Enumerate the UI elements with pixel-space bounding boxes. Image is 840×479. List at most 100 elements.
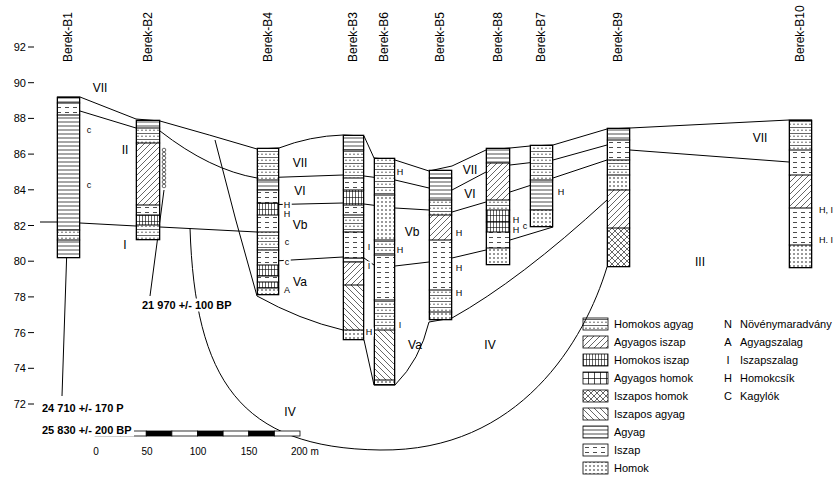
stratum-pattern <box>136 143 160 205</box>
stratum <box>257 276 279 282</box>
legend-swatch <box>583 408 608 420</box>
borehole-column: Berek-B7 <box>530 145 553 227</box>
stratum-pattern <box>343 285 364 330</box>
stratum-pattern <box>257 276 279 282</box>
unit-label: Va <box>293 276 307 288</box>
borehole-name: Berek-B8 <box>492 12 505 62</box>
borehole-name: Berek-B1 <box>62 12 75 62</box>
unit-label: VI <box>294 185 305 197</box>
stratum <box>343 330 364 340</box>
shell-chain <box>162 180 166 184</box>
axis-tick <box>28 82 34 83</box>
stratum-pattern <box>257 288 279 295</box>
borehole-column: Berek-B5 <box>429 170 452 320</box>
symbol-letter: c <box>522 222 529 231</box>
symbol-letter: H <box>512 216 521 225</box>
symbol-letter: A <box>283 286 291 295</box>
axis-label: 88 <box>14 113 26 124</box>
axis-label: 74 <box>14 363 26 374</box>
borehole-name: Berek-B2 <box>142 12 155 62</box>
axis-label: 86 <box>14 149 26 160</box>
legend-text: Iszapos homok <box>614 391 688 402</box>
legend-swatch <box>583 390 608 402</box>
stratum <box>486 248 510 265</box>
scale-label: 150 <box>241 447 258 457</box>
borehole-column: Berek-B4 <box>257 148 279 295</box>
borehole-name: Berek-B9 <box>612 12 625 62</box>
date-label: 25 830 +/- 200 BP <box>40 424 134 437</box>
borehole-strata <box>257 148 279 295</box>
borehole-name: Berek-B10 <box>794 5 807 62</box>
stratum <box>136 128 160 143</box>
stratum-pattern <box>57 230 80 240</box>
stratum <box>57 103 80 115</box>
decorations <box>28 47 608 474</box>
unit-label: Vb <box>405 226 420 238</box>
unit-label: Vb <box>293 219 308 231</box>
date-label: 21 970 +/- 100 BP <box>140 299 234 312</box>
stratum-pattern <box>486 200 510 210</box>
scale-bar <box>274 431 300 436</box>
stratum <box>257 148 279 180</box>
stratum-pattern <box>257 203 279 215</box>
legend-symbol: N <box>724 319 732 330</box>
stratum <box>429 312 452 320</box>
stratum <box>374 330 395 380</box>
symbol-letter: H <box>512 226 521 235</box>
axis-tick <box>28 118 34 119</box>
stratum-pattern <box>429 240 452 290</box>
symbol-letter: c <box>284 238 291 247</box>
axis-label: 90 <box>14 77 26 88</box>
borehole-column: Berek-B1 <box>57 97 80 258</box>
borehole-strata <box>343 135 364 340</box>
unit-label: VII <box>753 132 768 144</box>
stratum-pattern <box>343 190 364 205</box>
unit-boundary <box>257 200 607 385</box>
stratum <box>530 145 553 180</box>
legend-swatch <box>583 462 608 474</box>
shell-chain <box>162 160 166 164</box>
stratum <box>429 215 452 240</box>
stratum <box>257 203 279 215</box>
stratum-pattern <box>374 240 395 255</box>
stratum-pattern <box>486 163 510 200</box>
borehole-name: Berek-B3 <box>347 12 360 62</box>
legend-symbol: I <box>726 355 729 366</box>
stratum <box>257 265 279 276</box>
legend-text: Homokos agyag <box>614 319 694 330</box>
legend-swatch <box>583 336 608 348</box>
scale-bar <box>249 431 275 436</box>
legend-symbol: A <box>724 337 731 348</box>
legend-text: Kagylók <box>740 391 779 402</box>
borehole-column: Berek-B9 <box>607 128 630 267</box>
stratum <box>374 158 395 195</box>
axis-label: 76 <box>14 327 26 338</box>
scale-bar <box>146 431 172 436</box>
scale-label: 200 m <box>291 447 319 457</box>
stratum <box>530 210 553 227</box>
stratum <box>343 178 364 190</box>
axis-label: 84 <box>14 184 26 195</box>
unit-label: II <box>122 144 129 156</box>
axis-tick <box>28 332 34 333</box>
stratum-pattern <box>429 290 452 312</box>
stratum-pattern <box>136 225 160 240</box>
borehole-strata <box>789 120 812 268</box>
stratum <box>789 208 812 245</box>
stratum <box>57 240 80 258</box>
stratum-pattern <box>343 150 364 178</box>
stratum-pattern <box>789 120 812 150</box>
stratum-pattern <box>607 228 630 267</box>
scale-label: 0 <box>93 447 99 457</box>
stratum <box>343 205 364 215</box>
stratum-pattern <box>789 245 812 268</box>
stratum <box>257 232 279 250</box>
symbol-letter: H <box>455 229 464 238</box>
stratum-pattern <box>374 300 395 330</box>
stratum-pattern <box>343 215 364 232</box>
unit-label: VII <box>93 82 108 94</box>
borehole-column: Berek-B8 <box>486 148 510 265</box>
stratum-pattern <box>429 312 452 320</box>
axis-tick <box>28 225 34 226</box>
stratum-pattern <box>57 103 80 115</box>
